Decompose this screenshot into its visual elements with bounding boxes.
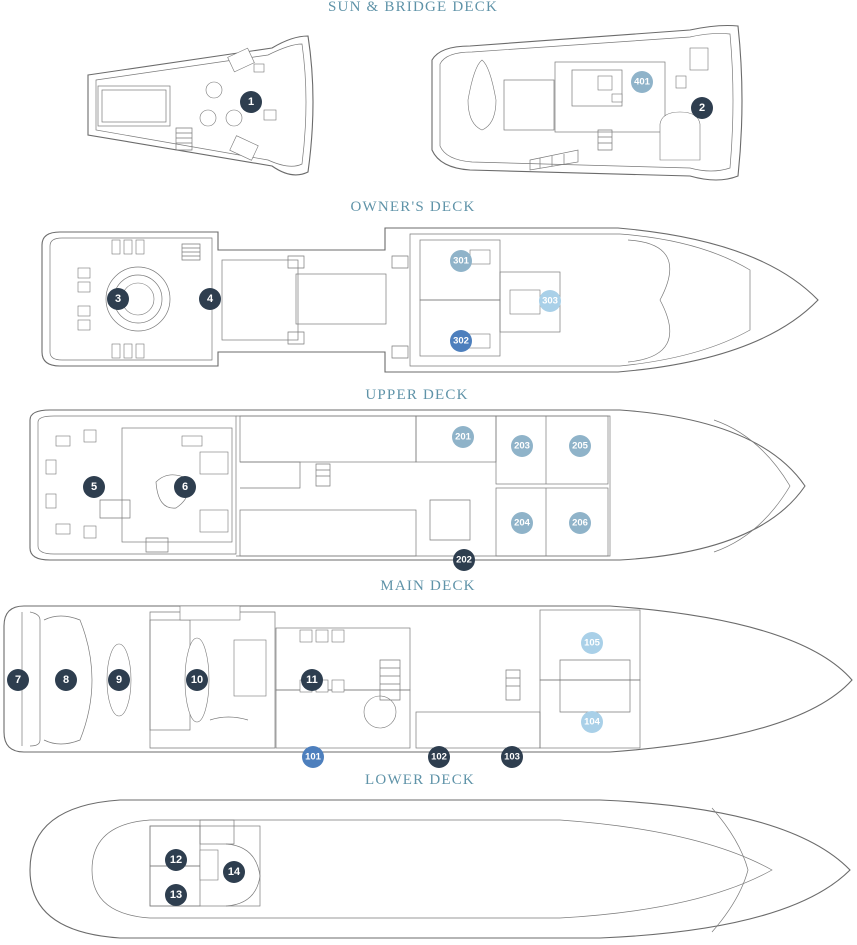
owners-deck-title: OWNER'S DECK [350,199,475,215]
svg-text:14: 14 [228,866,241,878]
svg-text:203: 203 [514,441,530,452]
marker-8[interactable]: 8 [55,669,77,691]
svg-text:206: 206 [572,518,588,529]
marker-6[interactable]: 6 [174,476,196,498]
svg-text:103: 103 [504,752,520,763]
marker-401[interactable]: 401 [631,71,653,93]
marker-3[interactable]: 3 [107,288,129,310]
upper-deck-plan [29,409,806,561]
svg-text:13: 13 [170,889,182,901]
svg-text:9: 9 [116,674,122,686]
lower-deck-plan [29,799,851,939]
svg-text:7: 7 [15,674,21,686]
marker-1[interactable]: 1 [240,91,262,113]
svg-text:11: 11 [306,674,318,686]
marker-202[interactable]: 202 [453,549,475,571]
svg-text:201: 201 [455,432,472,443]
svg-text:204: 204 [514,518,531,529]
marker-7[interactable]: 7 [7,669,29,691]
sun-deck-plan [87,35,314,176]
marker-13[interactable]: 13 [165,884,187,906]
marker-103[interactable]: 103 [501,746,523,768]
marker-101[interactable]: 101 [302,746,324,768]
svg-text:1: 1 [248,96,254,108]
marker-5[interactable]: 5 [83,476,105,498]
bridge-deck-plan [431,24,743,181]
svg-text:302: 302 [453,336,469,347]
lower-deck-title: LOWER DECK [365,772,475,788]
svg-text:5: 5 [91,481,97,493]
svg-text:104: 104 [584,717,601,728]
main-deck-plan [3,605,853,753]
marker-105[interactable]: 105 [581,632,603,654]
marker-102[interactable]: 102 [428,746,450,768]
svg-text:401: 401 [634,77,651,88]
svg-text:202: 202 [456,555,472,566]
marker-206[interactable]: 206 [569,512,591,534]
sun-bridge-deck-title: SUN & BRIDGE DECK [328,0,498,15]
svg-text:2: 2 [699,102,705,114]
marker-14[interactable]: 14 [223,861,245,883]
svg-text:303: 303 [542,296,558,307]
svg-text:205: 205 [572,441,589,452]
owners-deck-plan [41,227,819,373]
upper-deck-title: UPPER DECK [365,387,468,403]
marker-204[interactable]: 204 [511,512,533,534]
marker-2[interactable]: 2 [691,97,713,119]
marker-303[interactable]: 303 [539,290,561,312]
svg-text:10: 10 [191,674,203,686]
marker-11[interactable]: 11 [301,669,323,691]
svg-text:6: 6 [182,481,188,493]
marker-205[interactable]: 205 [569,435,591,457]
svg-text:12: 12 [170,854,182,866]
marker-302[interactable]: 302 [450,330,472,352]
marker-201[interactable]: 201 [452,426,474,448]
marker-104[interactable]: 104 [581,711,603,733]
marker-301[interactable]: 301 [450,250,472,272]
marker-9[interactable]: 9 [108,669,130,691]
svg-text:3: 3 [115,293,121,305]
svg-text:105: 105 [584,638,601,649]
marker-10[interactable]: 10 [186,669,208,691]
marker-12[interactable]: 12 [165,849,187,871]
svg-text:102: 102 [431,752,447,763]
marker-203[interactable]: 203 [511,435,533,457]
main-deck-title: MAIN DECK [380,578,475,594]
marker-4[interactable]: 4 [199,288,221,310]
svg-text:101: 101 [305,752,322,763]
svg-text:8: 8 [63,674,69,686]
svg-text:301: 301 [453,256,470,267]
svg-text:4: 4 [207,293,214,305]
